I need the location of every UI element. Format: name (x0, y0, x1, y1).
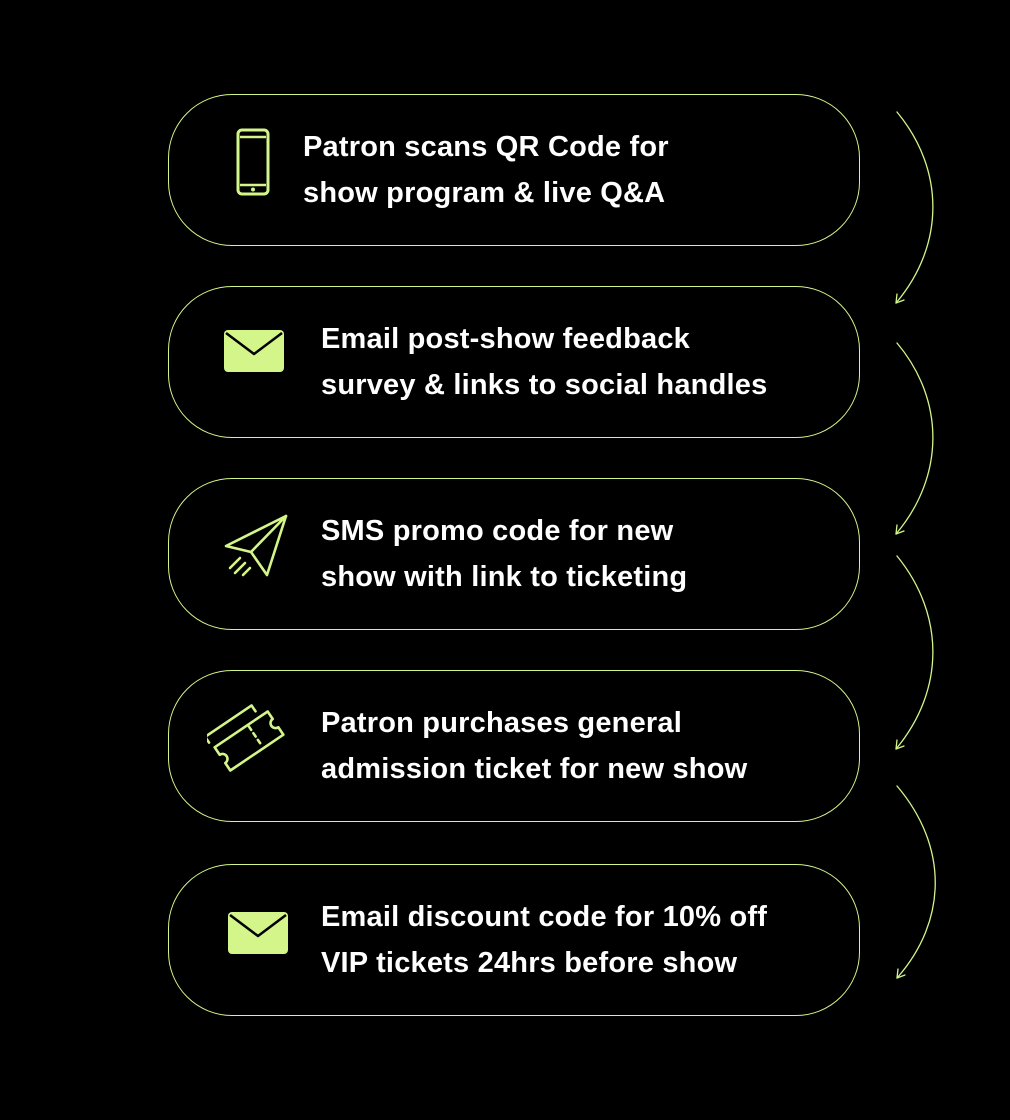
connector-arrow-3 (895, 555, 934, 750)
envelope-icon (224, 330, 284, 372)
connector-arrow-2 (895, 342, 934, 535)
connector-arrow-1 (895, 111, 934, 304)
step-4-line-1: Patron purchases general (321, 707, 682, 739)
step-1-text: Patron scans QR Code for show program & … (303, 95, 829, 245)
step-1-line-1: Patron scans QR Code for (303, 131, 669, 163)
step-card-1: Patron scans QR Code for show program & … (168, 94, 860, 246)
envelope-icon (228, 912, 288, 954)
step-5-line-1: Email discount code for 10% off (321, 901, 768, 933)
step-2-text: Email post-show feedback survey & links … (321, 287, 829, 437)
step-card-2: Email post-show feedback survey & links … (168, 286, 860, 438)
step-4-text: Patron purchases general admission ticke… (321, 671, 829, 821)
step-card-3: SMS promo code for new show with link to… (168, 478, 860, 630)
step-card-4: Patron purchases general admission ticke… (168, 670, 860, 822)
step-5-line-2: VIP tickets 24hrs before show (321, 947, 738, 979)
connector-arrow-4 (896, 785, 936, 979)
step-5-text: Email discount code for 10% off VIP tick… (321, 865, 829, 1015)
smartphone-icon (236, 128, 270, 196)
step-4-line-2: admission ticket for new show (321, 753, 748, 785)
step-2-line-1: Email post-show feedback (321, 323, 690, 355)
step-2-line-2: survey & links to social handles (321, 369, 768, 401)
step-card-5: Email discount code for 10% off VIP tick… (168, 864, 860, 1016)
step-3-line-1: SMS promo code for new (321, 515, 674, 547)
step-3-line-2: show with link to ticketing (321, 561, 688, 593)
step-3-text: SMS promo code for new show with link to… (321, 479, 829, 629)
paper-plane-icon (224, 514, 288, 577)
step-1-line-2: show program & live Q&A (303, 177, 666, 209)
ticket-icon (207, 704, 285, 772)
